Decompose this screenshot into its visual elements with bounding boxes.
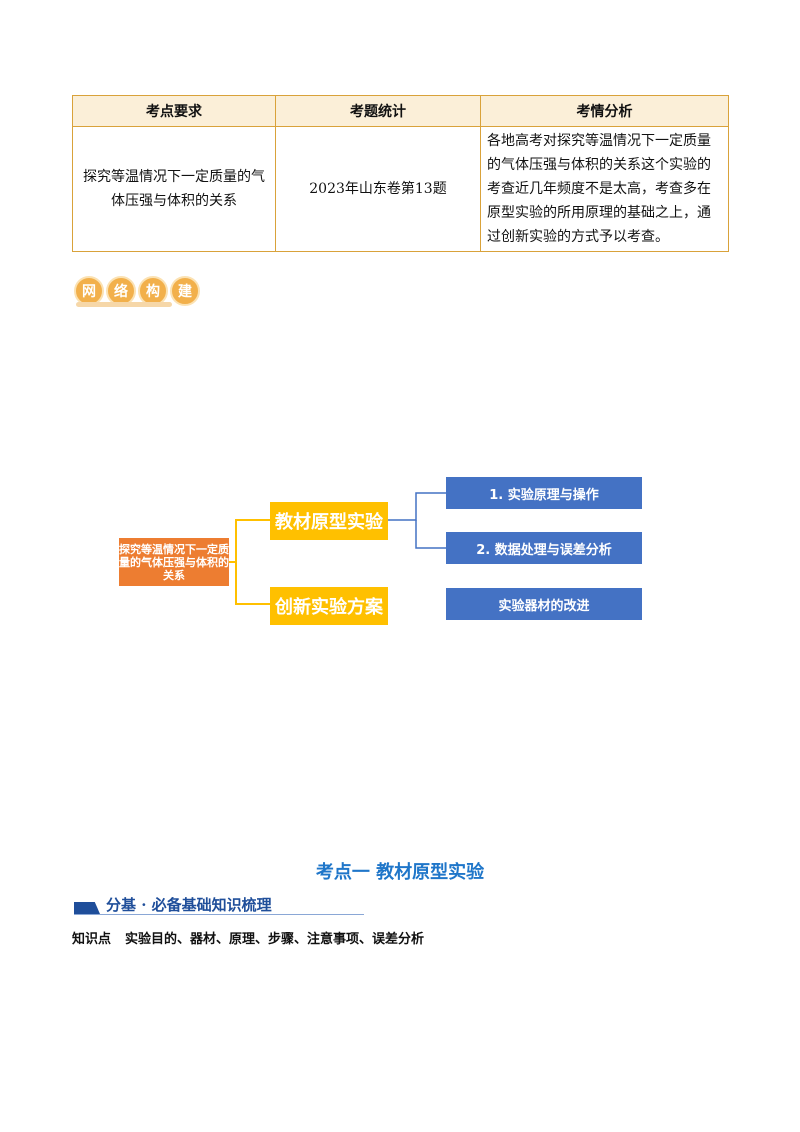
knowledge-line: 知识点实验目的、器材、原理、步骤、注意事项、误差分析 [72,928,424,947]
knowledge-label: 知识点 [72,932,112,947]
connector-root-branch1 [229,519,270,563]
mindmap-branch-textbook: 教材原型实验 [270,502,388,540]
header-analysis: 考情分析 [480,95,729,127]
connector-branch-leaf1 [388,492,446,521]
subheading-rule [74,914,364,915]
badge-underline [76,302,172,307]
knowledge-text: 实验目的、器材、原理、步骤、注意事项、误差分析 [125,932,425,947]
mindmap-leaf-data: 2. 数据处理与误差分析 [446,532,642,564]
network-build-badge: 网 络 构 建 [74,276,200,306]
mindmap-branch-innovation: 创新实验方案 [270,587,388,625]
banner-bar-icon [74,902,100,914]
section-title: 考点一 教材原型实验 [315,862,485,883]
badge-char: 网 [74,276,104,306]
mindmap-root: 探究等温情况下一定质量的气体压强与体积的关系 [119,538,229,586]
badge-char: 建 [170,276,200,306]
connector-root-branch2 [235,562,270,605]
subheading-text: 分基 · 必备基础知识梳理 [106,896,272,914]
subheading-banner: 分基 · 必备基础知识梳理 [74,894,364,916]
badge-char: 构 [138,276,168,306]
connector-branch-leaf2 [415,520,446,549]
cell-statistics: 2023年山东卷第13题 [275,126,481,252]
header-requirement: 考点要求 [72,95,276,127]
header-statistics: 考题统计 [275,95,481,127]
mindmap-leaf-equipment: 实验器材的改进 [446,588,642,620]
cell-analysis: 各地高考对探究等温情况下一定质量的气体压强与体积的关系这个实验的考查近几年频度不… [480,126,729,252]
cell-requirement: 探究等温情况下一定质量的气体压强与体积的关系 [72,126,276,252]
exam-point-table: 考点要求 考题统计 考情分析 探究等温情况下一定质量的气体压强与体积的关系 20… [72,95,729,252]
mindmap-leaf-principle: 1. 实验原理与操作 [446,477,642,509]
